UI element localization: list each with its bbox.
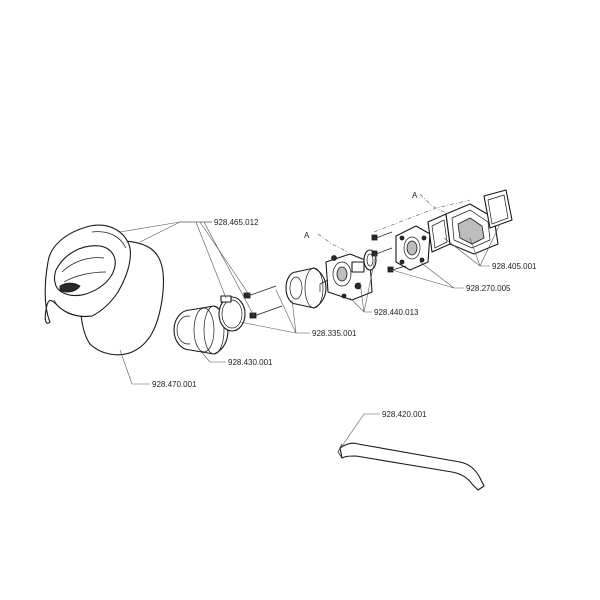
reference-mark-a-left: A bbox=[304, 231, 310, 240]
part-label-928-335-001: 928.335.001 bbox=[312, 329, 357, 338]
leader-lines bbox=[119, 221, 501, 447]
part-label-928-270-005: 928.270.005 bbox=[466, 284, 511, 293]
intake-flange-ring bbox=[285, 267, 327, 309]
part-label-928-430-001: 928.430.001 bbox=[228, 358, 273, 367]
part-label-928-420-001: 928.420.001 bbox=[382, 410, 427, 419]
part-label-928-405-001: 928.405.001 bbox=[492, 262, 537, 271]
guide-strap bbox=[337, 442, 485, 491]
reference-mark-a-right: A bbox=[412, 191, 418, 200]
reed-cage bbox=[445, 203, 499, 255]
rubber-coupler bbox=[173, 305, 229, 355]
air-filter-box bbox=[44, 224, 165, 356]
part-label-928-465-012: 928.465.012 bbox=[214, 218, 259, 227]
throttle-body bbox=[319, 253, 373, 301]
hose-clamp bbox=[218, 295, 246, 332]
bolt-set-1 bbox=[243, 285, 283, 319]
stud-set bbox=[371, 231, 393, 257]
reed-block-rear bbox=[483, 189, 513, 229]
alignment-lines bbox=[317, 193, 471, 253]
reed-valve-adaptor bbox=[387, 225, 431, 273]
part-label-928-470-001: 928.470.001 bbox=[152, 380, 197, 389]
part-label-928-440-013: 928.440.013 bbox=[374, 308, 419, 317]
